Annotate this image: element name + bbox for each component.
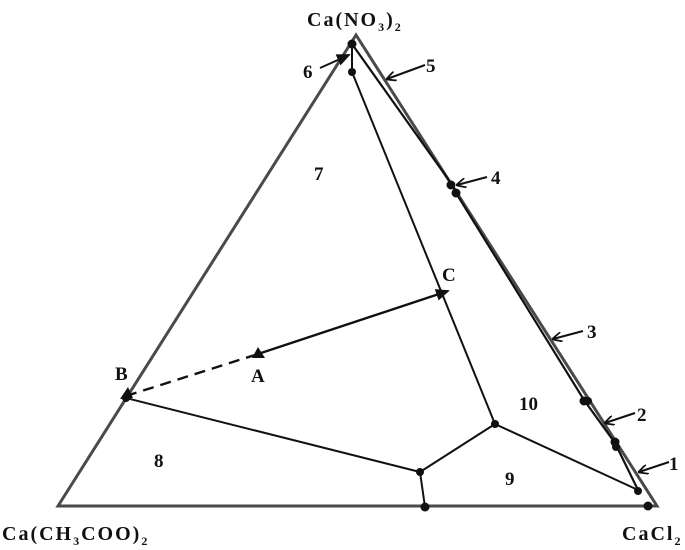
callout-label-2: 2 [637, 405, 647, 426]
tie-lines [125, 289, 450, 398]
marker-b [120, 387, 133, 399]
vertex-label-top: Ca(NO3)2 [307, 9, 403, 34]
inner-boundary-line [351, 43, 639, 491]
callout-label-1: 1 [669, 454, 679, 475]
arrow-a-c [257, 289, 450, 356]
dashed-line-b-a [125, 352, 259, 398]
vertex-label-right: CaCl2 [622, 523, 682, 548]
callout-label-4: 4 [491, 168, 501, 189]
marker-a [252, 347, 265, 358]
outer-triangle [55, 32, 660, 508]
point-label-b: B [115, 364, 128, 385]
data-points [122, 39, 653, 512]
callout-label-3: 3 [587, 322, 597, 343]
region-label-7: 7 [314, 164, 324, 185]
region-label-8: 8 [154, 451, 164, 472]
point-label-c: C [442, 265, 456, 286]
callout-label-6: 6 [303, 62, 313, 83]
callout-label-5: 5 [426, 56, 436, 77]
point-label-a: A [251, 366, 265, 387]
triangle-markers [120, 347, 265, 399]
callout-arrows [319, 54, 670, 472]
vertex-label-left: Ca(CH3COO)2 [2, 523, 149, 548]
phase-boundary-lines [125, 44, 639, 508]
region-label-9: 9 [505, 469, 515, 490]
region-label-10: 10 [519, 394, 538, 415]
